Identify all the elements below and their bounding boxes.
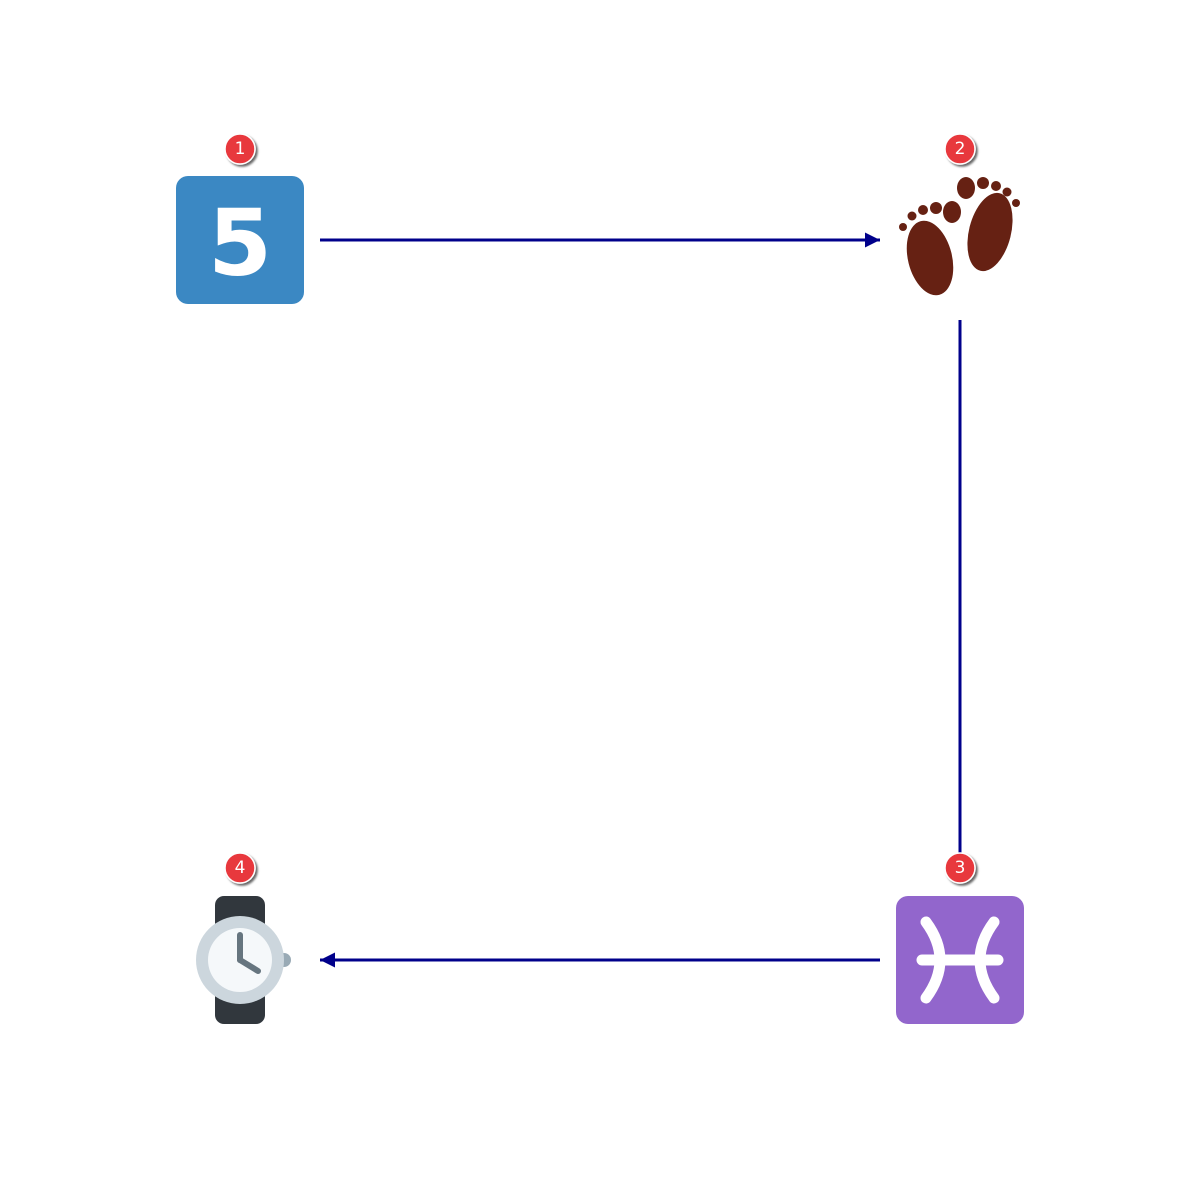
- badge-3-number: 3: [955, 858, 966, 878]
- node-3: [896, 896, 1024, 1024]
- badge-2-number: 2: [955, 139, 966, 159]
- badge-3: 3: [944, 852, 976, 884]
- node-4: [196, 896, 291, 1024]
- badge-1-number: 1: [235, 139, 246, 159]
- node-1: 5: [176, 176, 304, 304]
- badge-2: 2: [944, 133, 976, 165]
- node-2: [899, 177, 1020, 296]
- pisces-icon: [896, 896, 1024, 1024]
- badge-4-number: 4: [235, 858, 246, 878]
- badge-4: 4: [224, 852, 256, 884]
- footprints-icon: [899, 177, 1020, 296]
- badge-1: 1: [224, 133, 256, 165]
- watch-icon: [196, 896, 291, 1024]
- keycap-digit-five-icon: 5: [176, 176, 304, 304]
- keycap-label: 5: [208, 190, 272, 297]
